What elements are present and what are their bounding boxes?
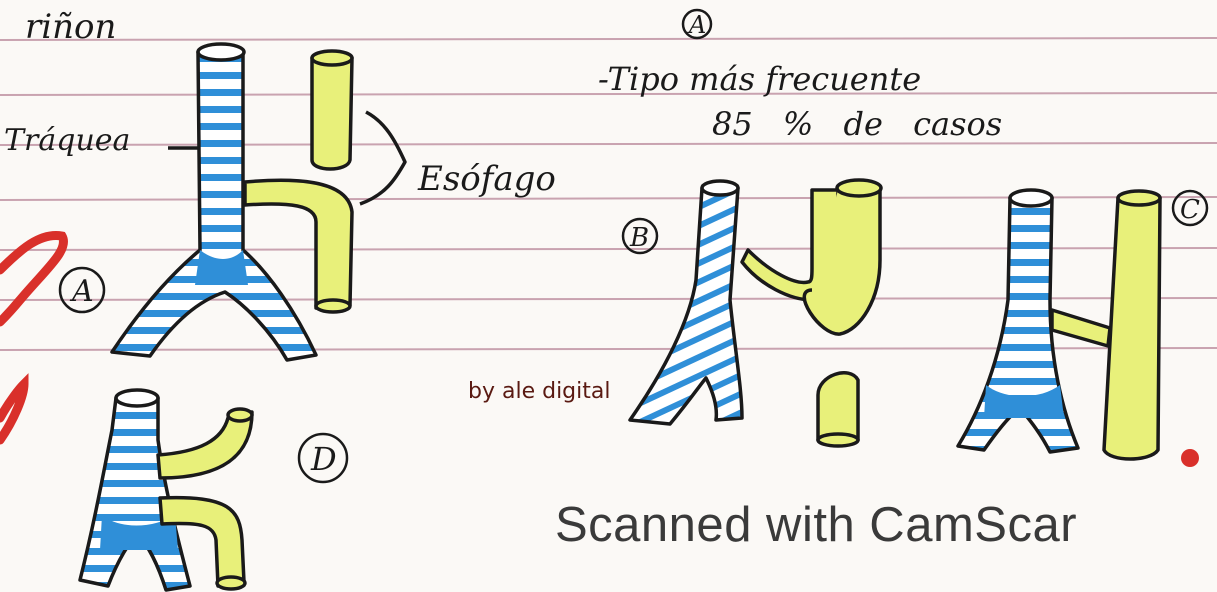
diagram-type-d	[80, 390, 252, 590]
marker-b: B	[629, 223, 649, 253]
signature: by ale digital	[468, 379, 610, 404]
diagram-type-c	[958, 190, 1160, 459]
marker-d: D	[310, 440, 337, 478]
marker-c: C	[1180, 195, 1200, 225]
esophagus-brace	[360, 112, 405, 204]
top-word: riñon	[25, 7, 116, 47]
fistula-c	[1052, 310, 1110, 346]
esophagus-label: Esófago	[417, 159, 556, 199]
red-pen-mark-lower	[0, 384, 24, 440]
trachea-d	[80, 398, 190, 590]
scanner-watermark: Scanned with CamScar	[555, 497, 1077, 553]
type-a-header: A	[687, 11, 706, 39]
type-a-description-line2: 85 % de casos	[712, 105, 1002, 143]
red-dot	[1181, 449, 1199, 467]
red-pen-mark	[0, 235, 64, 322]
diagram-type-b	[630, 180, 881, 446]
type-a-description-line1: -Tipo más frecuente	[598, 60, 921, 98]
trachea-label: Tráquea	[4, 123, 130, 158]
diagram-type-a	[112, 44, 405, 360]
marker-a: A	[69, 274, 94, 309]
esophagus-lower-b	[818, 373, 858, 440]
esophagus-upper-pouch-a	[312, 58, 352, 169]
esophagus-c	[1104, 198, 1160, 459]
